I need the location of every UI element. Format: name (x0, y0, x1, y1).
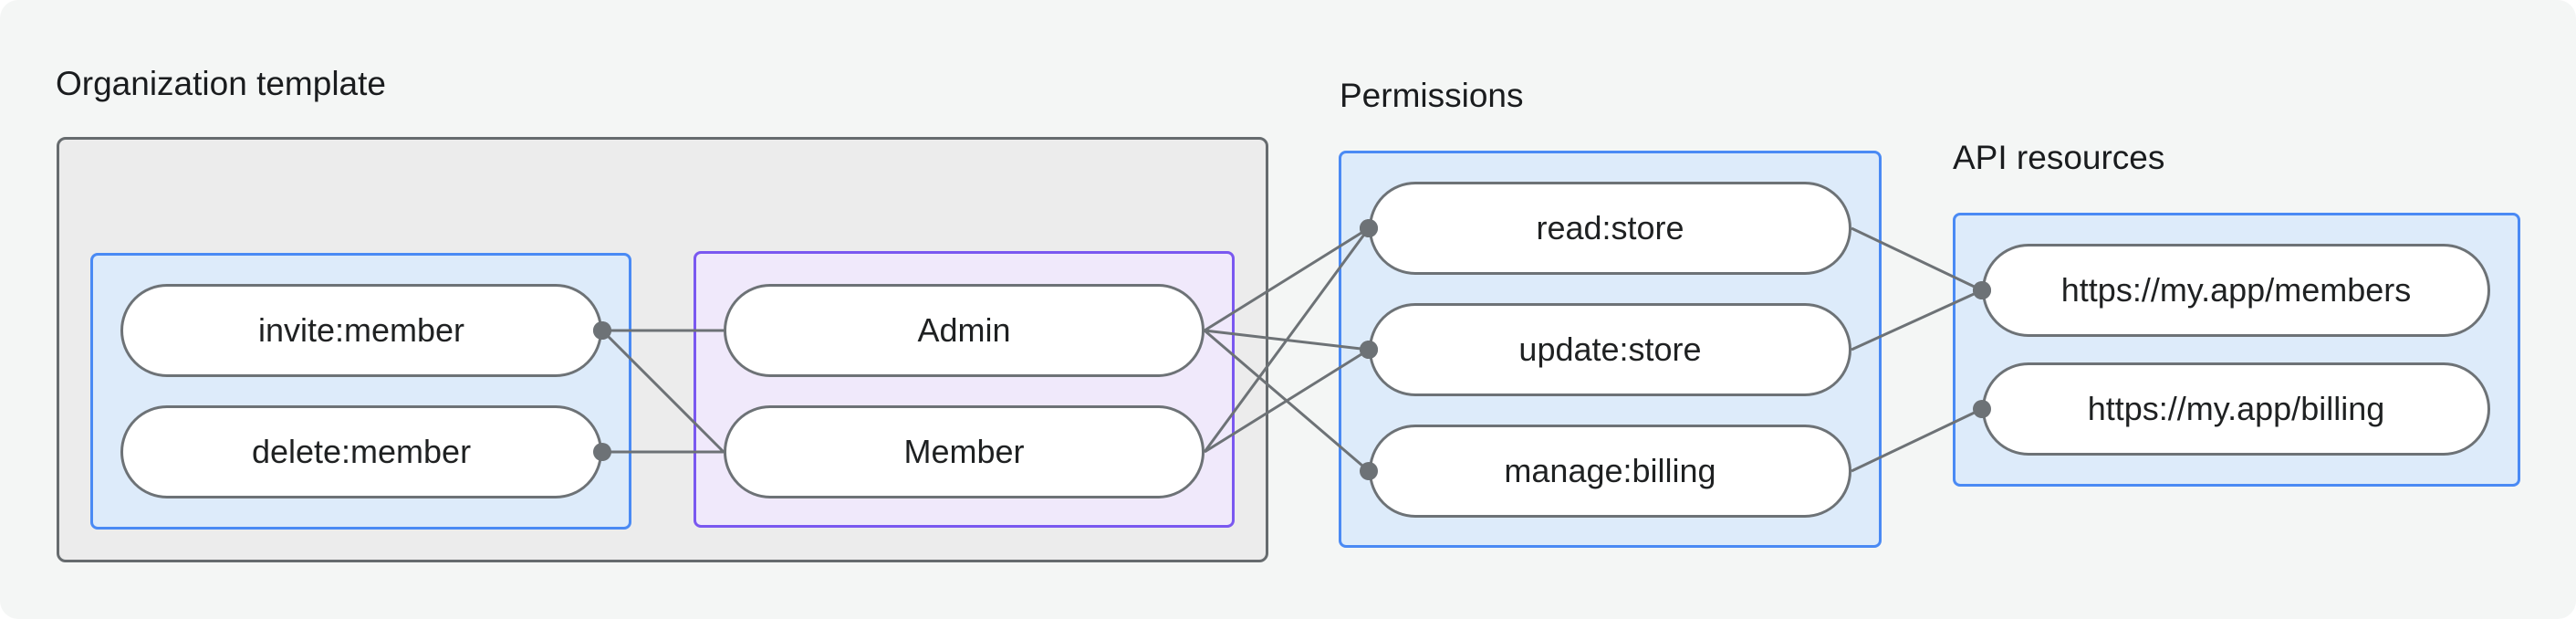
node-label: update:store (1518, 330, 1702, 368)
node-update-store: update:store (1369, 303, 1851, 396)
node-label: read:store (1536, 209, 1684, 247)
api-resources-label: API resources (1953, 139, 2165, 176)
node-admin: Admin (724, 284, 1205, 377)
node-members-resource: https://my.app/members (1982, 244, 2490, 337)
node-label: https://my.app/members (2060, 271, 2412, 309)
node-label: Admin (917, 311, 1011, 349)
node-read-store: read:store (1369, 182, 1851, 275)
node-manage-billing: manage:billing (1369, 425, 1851, 518)
permissions-label: Permissions (1340, 77, 1524, 114)
node-delete-member: delete:member (120, 405, 602, 498)
node-member: Member (724, 405, 1205, 498)
node-label: invite:member (257, 311, 465, 349)
node-billing-resource: https://my.app/billing (1982, 362, 2490, 456)
org-template-label: Organization template (56, 65, 386, 102)
node-label: delete:member (251, 433, 472, 470)
node-label: Member (903, 433, 1025, 470)
node-invite-member: invite:member (120, 284, 602, 377)
node-label: https://my.app/billing (2087, 390, 2385, 427)
node-label: manage:billing (1504, 452, 1716, 489)
